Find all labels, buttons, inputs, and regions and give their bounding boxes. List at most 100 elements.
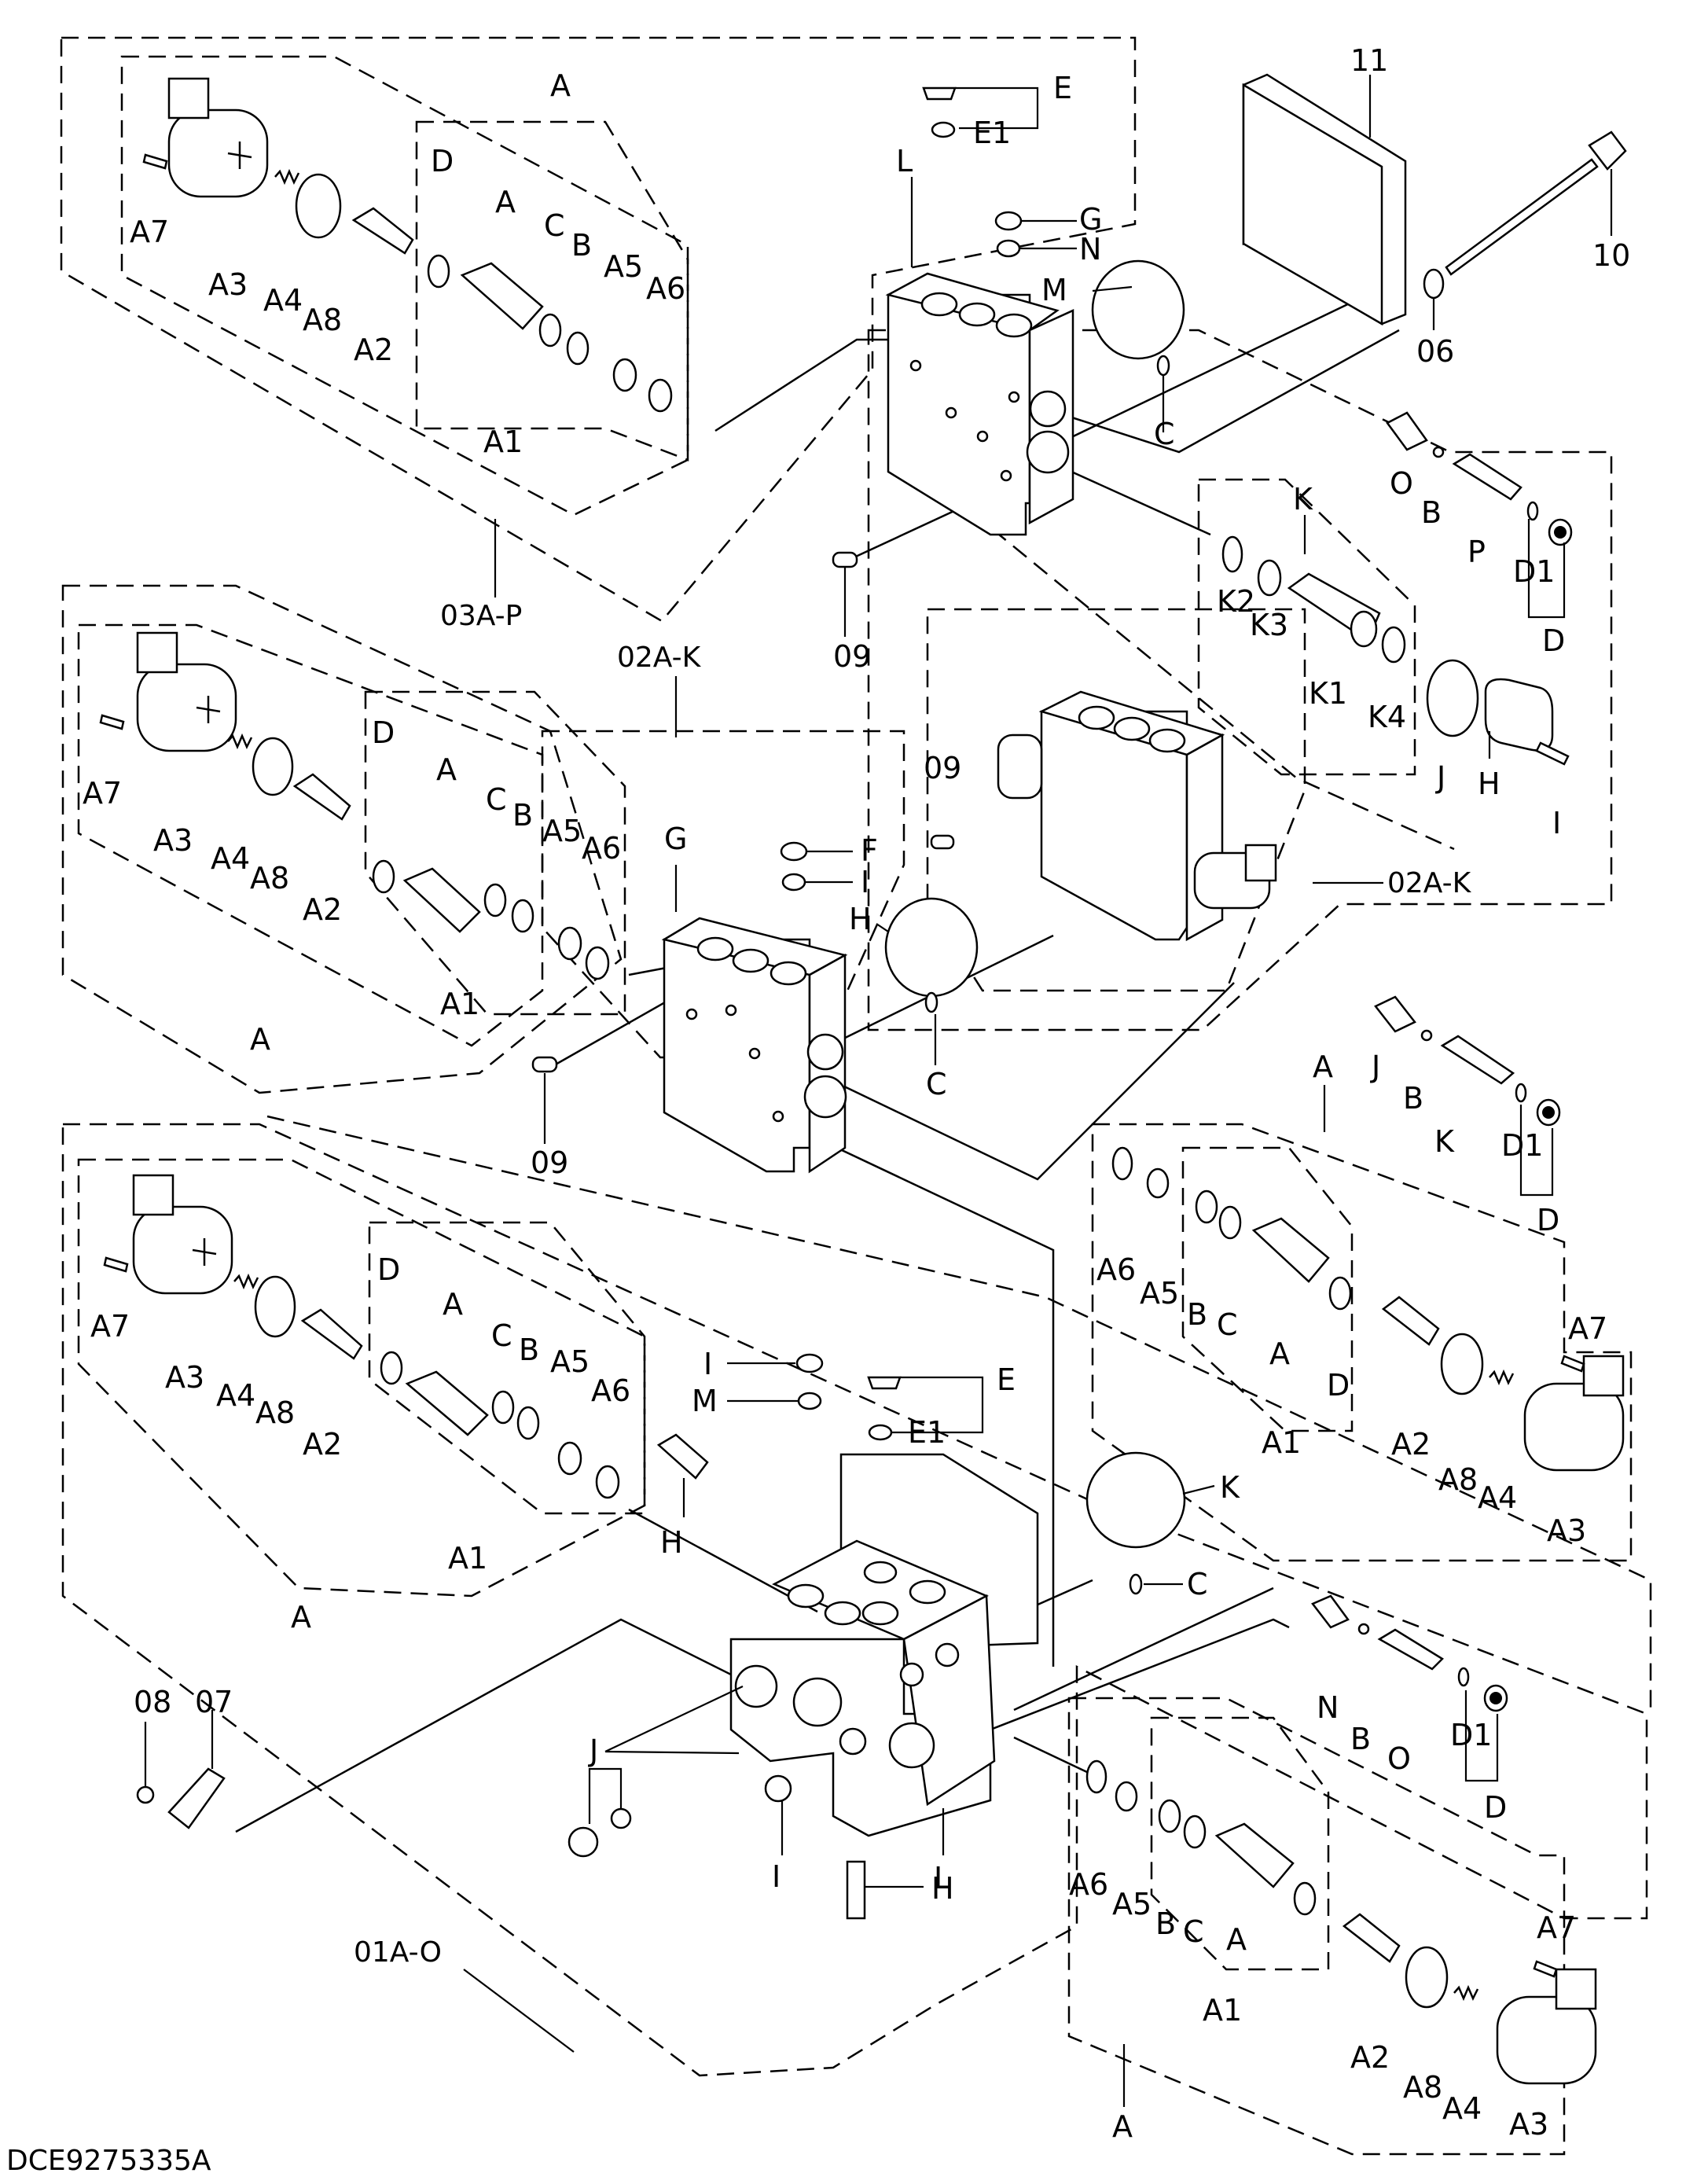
label-E1-bottom: E1 <box>908 1415 946 1450</box>
frame-right-lower-A1 <box>1150 1716 1330 1971</box>
leader-lines <box>144 75 1613 2107</box>
ring-d1-mid <box>1515 1083 1527 1103</box>
label-A1-ml: A1 <box>440 987 479 1021</box>
label-A3-ll: A3 <box>165 1360 204 1395</box>
kit-k4 <box>1381 626 1406 664</box>
ring-c-rm <box>1218 1205 1242 1240</box>
kit-k3 <box>1257 559 1282 597</box>
frame-long-diagonal <box>266 1115 1652 1710</box>
label-C-tl: C <box>544 208 565 243</box>
spool-a2-ll <box>300 1308 363 1360</box>
side-block-front <box>1040 710 1188 941</box>
label-09-top: 09 <box>833 639 871 674</box>
label-K-top: K <box>1293 482 1313 517</box>
label-H-top: H <box>1478 767 1500 801</box>
label-E-bottom: E <box>997 1362 1016 1397</box>
link-mid-lower <box>840 982 1235 1181</box>
screw-i-top <box>1535 741 1570 766</box>
label-K-mid: K <box>1434 1124 1455 1159</box>
cover-h-top <box>1484 678 1554 752</box>
ring-b-tl <box>566 331 590 366</box>
label-H-fitting-bottom: H <box>931 1871 954 1906</box>
label-I-bottom-cap: I <box>703 1347 712 1381</box>
frame-03A-P <box>60 36 1137 623</box>
label-11: 11 <box>1350 43 1388 78</box>
label-J-mid: J <box>1370 1050 1380 1084</box>
bottom-side-port-1 <box>899 1662 924 1687</box>
label-01A-O: 01A-O <box>354 1936 442 1969</box>
label-C-bottom: C <box>1187 1567 1208 1601</box>
bottom-front-port-2 <box>792 1677 843 1727</box>
side-solenoid-right-conn <box>1244 844 1277 882</box>
label-D1-bottom: D1 <box>1450 1718 1492 1752</box>
label-N-top: N <box>1079 232 1101 267</box>
leader-J-bottom-spread1 <box>604 1686 744 1752</box>
solenoid-a3-rl <box>1496 1995 1597 2085</box>
label-A7-tl: A7 <box>130 215 169 249</box>
tie-bolt-10 <box>1445 158 1599 276</box>
solenoid-a3-ml-connector <box>136 631 178 674</box>
plug-j-left <box>568 1826 599 1858</box>
frame-02A-K-side <box>926 608 1306 992</box>
label-E1-top: E1 <box>973 116 1011 150</box>
middle-left-valve-group <box>99 631 610 980</box>
leader-J-bottom <box>588 1767 623 1824</box>
stem-k-mid <box>1440 1035 1515 1085</box>
top-port-1 <box>920 292 958 317</box>
label-A8-ml: A8 <box>250 861 289 895</box>
ring-b-rl <box>1158 1799 1181 1833</box>
label-O-bottom: O <box>1387 1741 1411 1776</box>
label-A1-ll: A1 <box>448 1541 487 1575</box>
valve-j-mid <box>1374 995 1416 1033</box>
label-A7-ml: A7 <box>83 776 122 811</box>
gasket-k-bottom <box>1085 1451 1186 1549</box>
cap-i-mid <box>781 873 806 892</box>
label-A2-rl: A2 <box>1350 2040 1390 2075</box>
plug-j-right <box>610 1807 632 1829</box>
label-K-bottom: K <box>1220 1470 1240 1505</box>
label-A6-rm: A6 <box>1096 1252 1136 1287</box>
top-hole-3 <box>976 430 989 443</box>
plug-e1-bottom <box>868 1424 893 1441</box>
housing-a-tl <box>460 262 544 330</box>
label-A5-rl: A5 <box>1112 1887 1152 1921</box>
kit-k1-end <box>1350 610 1378 648</box>
label-M-top: M <box>1041 273 1067 307</box>
ball-b-bottom <box>1357 1623 1370 1635</box>
label-K4-top: K4 <box>1368 700 1406 734</box>
ring-c-ll <box>491 1390 515 1425</box>
screw-a7-tl <box>142 153 168 170</box>
tie-bolt-10-head <box>1588 131 1627 171</box>
label-O-top: O <box>1390 466 1413 501</box>
spring-a4-tl <box>274 168 300 186</box>
mid-port-3 <box>770 961 807 986</box>
link-top-left <box>714 338 892 432</box>
top-hole-5 <box>1008 391 1020 403</box>
ring-a5-ml <box>557 926 582 961</box>
spring-a4-ml <box>227 733 253 750</box>
ring-a5-tl <box>612 358 637 392</box>
ring-a6-ml <box>585 946 610 980</box>
label-06: 06 <box>1416 334 1454 369</box>
link-low-kit <box>1013 1736 1089 1774</box>
drawing-code: DCE9275335A <box>6 2145 211 2177</box>
label-D-bottom: D <box>1484 1790 1507 1825</box>
seal-a8-rl <box>1405 1946 1449 2009</box>
housing-a-rm <box>1251 1217 1330 1283</box>
frame-middle-left-A <box>61 584 623 1094</box>
side-port-3 <box>1148 728 1186 753</box>
leader-01A-O <box>463 1969 575 2053</box>
mid-side-port-2 <box>803 1075 847 1119</box>
label-H-mid: H <box>849 902 872 936</box>
top-left-valve-group <box>142 77 673 413</box>
solenoid-a3-rl-connector <box>1555 1968 1597 2010</box>
bottom-port-4 <box>909 1579 946 1605</box>
frame-right-middle-A <box>1091 1123 1633 1562</box>
label-C-rl: C <box>1183 1914 1204 1949</box>
valve-stack-mid <box>1374 995 1561 1127</box>
label-A8-tl: A8 <box>303 303 342 337</box>
ring-d-ll <box>380 1351 403 1385</box>
label-A-frame-rl: A <box>1112 2109 1133 2144</box>
